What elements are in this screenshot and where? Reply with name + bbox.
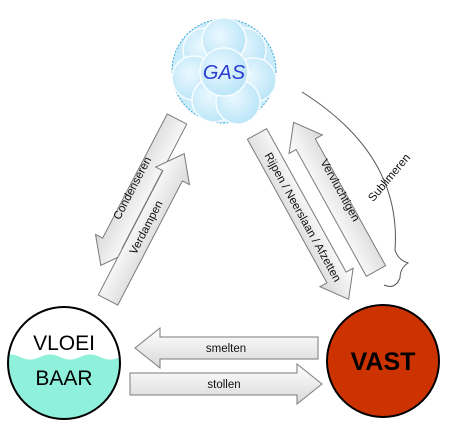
liquid-fill — [8, 354, 120, 419]
vast-label: VAST — [351, 348, 416, 376]
gas-bubbles-icon — [171, 17, 277, 125]
stollen-arrow: stollen — [129, 362, 323, 406]
vloeibaar-label-line1: VLOEI — [33, 332, 95, 355]
stollen-label: stollen — [207, 379, 240, 391]
vast-node: VAST — [326, 304, 440, 418]
gas-node: GAS — [171, 17, 277, 125]
vloeibaar-label-line2: BAAR — [35, 367, 92, 390]
vast-circle — [326, 304, 440, 418]
gas-label: GAS — [203, 62, 246, 84]
smelten-arrow: smelten — [134, 326, 319, 370]
smelten-label: smelten — [206, 343, 246, 355]
sublimeren-bracket — [301, 91, 410, 287]
vloeibaar-node: VLOEI BAAR — [7, 306, 121, 420]
